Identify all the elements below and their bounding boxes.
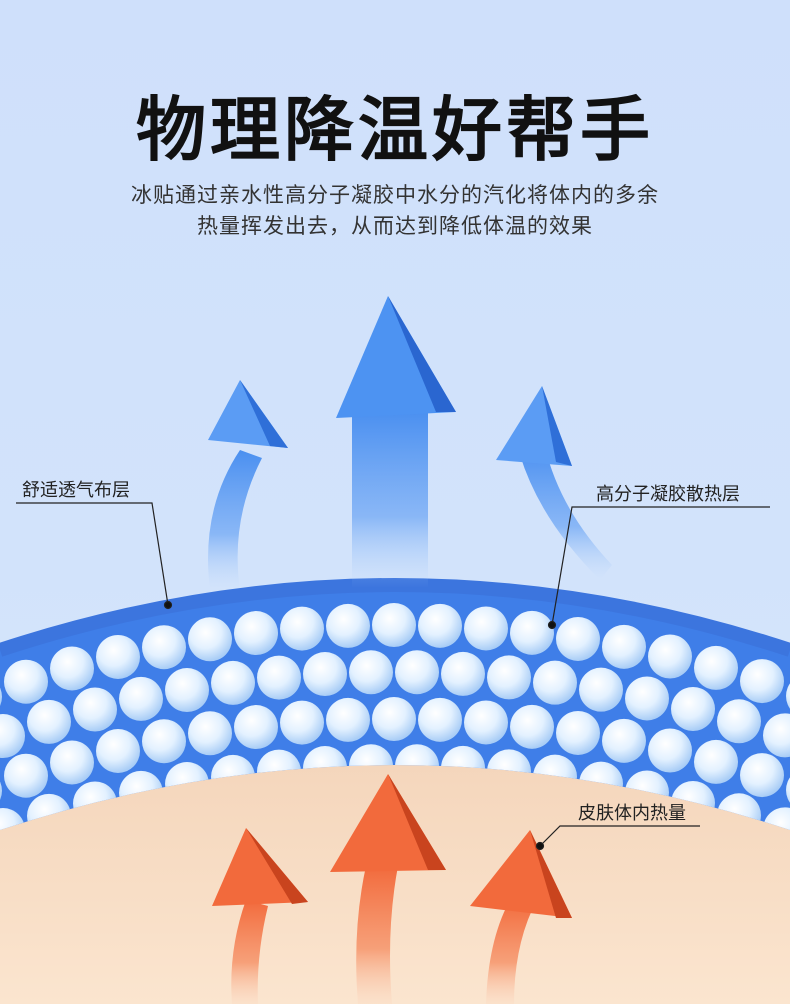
leader-skin: [535, 825, 700, 851]
gel-bead: [4, 659, 48, 704]
gel-bead: [349, 650, 393, 695]
gel-bead: [556, 710, 600, 755]
cool-arrow-right: [496, 386, 612, 580]
leader-gel: [547, 506, 770, 630]
gel-bead: [96, 728, 140, 773]
gel-bead: [648, 634, 692, 679]
gel-bead: [533, 660, 577, 705]
gel-bead: [510, 704, 554, 749]
gel-bead: [188, 711, 232, 756]
gel-bead: [73, 687, 117, 732]
gel-bead: [188, 617, 232, 662]
warm-arrow-right: [470, 830, 572, 1004]
gel-bead: [303, 652, 347, 697]
leader-breathable: [16, 502, 173, 610]
gel-bead: [372, 603, 416, 648]
gel-bead: [165, 668, 209, 713]
gel-bead: [372, 697, 416, 742]
gel-bead: [27, 699, 71, 744]
gel-bead: [395, 650, 439, 695]
gel-bead: [0, 714, 25, 759]
gel-bead: [119, 676, 163, 721]
gel-bead: [142, 625, 186, 670]
label-gel-layer: 高分子凝胶散热层: [596, 484, 740, 505]
gel-bead: [740, 753, 784, 798]
gel-bead: [326, 603, 370, 648]
label-breathable-layer: 舒适透气布层: [22, 480, 130, 501]
gel-bead: [211, 660, 255, 705]
page-title: 物理降温好帮手: [136, 89, 654, 171]
gel-bead: [280, 700, 324, 745]
cool-arrow-left: [208, 380, 288, 590]
gel-bead: [625, 676, 669, 721]
gel-bead: [763, 713, 790, 758]
gel-bead: [602, 624, 646, 669]
gel-bead: [487, 655, 531, 700]
gel-bead: [579, 667, 623, 712]
gel-bead: [96, 634, 140, 679]
gel-bead: [418, 697, 462, 742]
gel-bead: [464, 606, 508, 651]
gel-bead: [280, 606, 324, 651]
gel-bead: [694, 645, 738, 690]
label-skin-heat: 皮肤体内热量: [578, 803, 686, 824]
gel-bead: [510, 610, 554, 655]
gel-bead: [257, 655, 301, 700]
gel-bead: [4, 753, 48, 798]
gel-bead: [234, 705, 278, 750]
gel-bead: [326, 697, 370, 742]
cool-arrow-center: [336, 296, 456, 588]
gel-bead: [602, 718, 646, 763]
gel-bead: [441, 651, 485, 696]
gel-bead: [0, 808, 25, 830]
gel-bead: [556, 616, 600, 661]
gel-bead: [50, 646, 94, 691]
gel-bead: [648, 728, 692, 773]
warm-arrow-left: [212, 828, 308, 1004]
warm-arrow-center: [330, 774, 446, 1004]
gel-bead: [671, 686, 715, 731]
gel-bead: [717, 699, 761, 744]
gel-bead: [740, 659, 784, 704]
gel-bead: [234, 611, 278, 656]
subtitle: 冰贴通过亲水性高分子凝胶中水分的汽化将体内的多余 热量挥发出去，从而达到降低体温…: [0, 180, 790, 242]
gel-bead: [464, 700, 508, 745]
gel-bead: [694, 739, 738, 784]
gel-bead: [142, 719, 186, 764]
subtitle-line-1: 冰贴通过亲水性高分子凝胶中水分的汽化将体内的多余: [131, 183, 659, 207]
subtitle-line-2: 热量挥发出去，从而达到降低体温的效果: [197, 214, 593, 238]
gel-bead: [418, 603, 462, 648]
gel-bead: [50, 740, 94, 785]
